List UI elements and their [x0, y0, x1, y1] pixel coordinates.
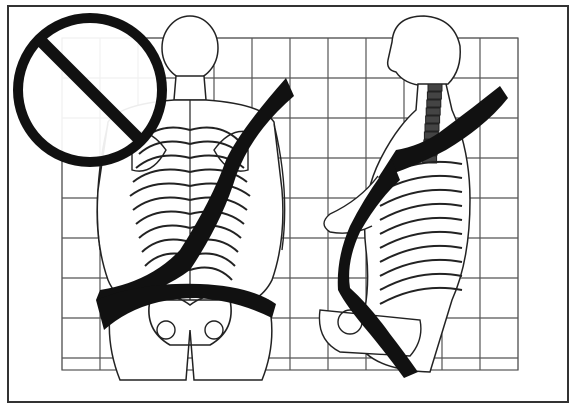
- vertebra: [427, 92, 441, 99]
- vertebra: [426, 116, 440, 123]
- head-side: [388, 16, 461, 86]
- vertebra: [425, 124, 439, 131]
- vertebra: [426, 108, 440, 115]
- head-back: [162, 16, 218, 80]
- vertebra: [428, 84, 442, 91]
- vertebra: [427, 100, 441, 107]
- prohibition-icon: [18, 18, 162, 162]
